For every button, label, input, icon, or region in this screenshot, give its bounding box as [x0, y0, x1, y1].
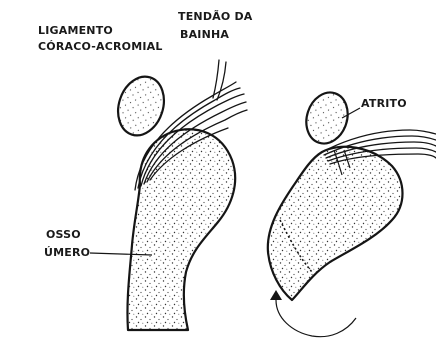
- right-humerus-bone: [268, 147, 403, 300]
- right-coracoacromial-ligament: [300, 87, 354, 149]
- osso-label-line2: ÚMERO: [44, 246, 90, 259]
- rotation-arrowhead: [270, 290, 282, 300]
- right-shoulder-figure: [268, 87, 436, 337]
- osso-label-line1: OSSO: [46, 228, 81, 241]
- ligamento-label-line1: LIGAMENTO: [38, 24, 113, 37]
- ligamento-label-line2: CÓRACO-ACROMIAL: [38, 40, 163, 53]
- left-humerus-bone: [127, 129, 235, 330]
- left-coracoacromial-ligament: [111, 71, 171, 142]
- tendao-label-line2: BAINHA: [180, 28, 229, 41]
- left-shoulder-figure: [90, 60, 247, 330]
- rotation-arrow: [276, 300, 356, 337]
- atrito-label: ATRITO: [361, 97, 407, 110]
- tendao-label-line1: TENDÃO DA: [178, 10, 253, 23]
